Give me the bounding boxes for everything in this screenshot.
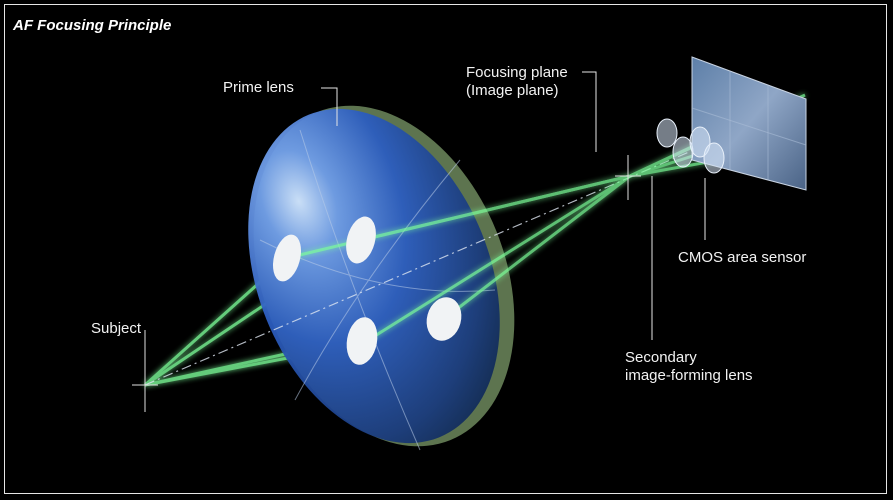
leader-lines (321, 71, 706, 340)
label-subject: Subject (91, 320, 142, 337)
aperture-lower (346, 317, 378, 365)
label-secondary-2: image-forming lens (625, 367, 753, 384)
label-focusing-plane-2: (Image plane) (466, 82, 559, 99)
aperture-masks (272, 216, 462, 365)
subject-point (132, 330, 158, 412)
focusing-plane-point (615, 155, 641, 200)
diagram-title: AF Focusing Principle (13, 17, 172, 34)
secondary-lenses (656, 118, 725, 174)
aperture-upper-left (272, 234, 302, 282)
leader-focusing-plane (582, 71, 597, 152)
label-secondary-1: Secondary (625, 349, 697, 366)
aperture-right (426, 297, 462, 341)
prime-lens (248, 108, 500, 444)
aperture-upper (346, 216, 376, 264)
label-prime-lens: Prime lens (223, 79, 294, 96)
leader-prime-lens (321, 87, 338, 126)
label-focusing-plane-1: Focusing plane (466, 64, 568, 81)
label-cmos-area-sensor: CMOS area sensor (678, 249, 807, 266)
